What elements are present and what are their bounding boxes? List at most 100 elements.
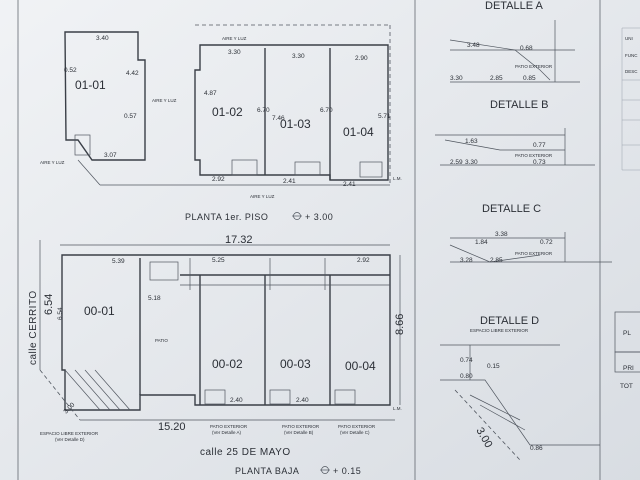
dim-label: 3.07: [104, 152, 117, 159]
dim-label: 6.70: [257, 107, 270, 114]
street-bottom-label: calle 25 DE MAYO: [200, 447, 291, 458]
plan-ground-floor: 17.32 00-01 00-02 00-03 00-04 PATIO 5.39…: [28, 234, 406, 476]
dim-label-right: 8.66: [394, 314, 406, 335]
plan-level: + 0.15: [333, 466, 361, 476]
dim-label-total: 17.32: [225, 234, 253, 246]
detail-dim: 1.63: [465, 138, 478, 145]
patio-ext-label: PATIO EXTERIOR: [210, 424, 248, 429]
unit-label: 00-04: [345, 359, 376, 373]
patio-ext-label: PATIO EXTERIOR: [338, 424, 376, 429]
detail-line: [440, 379, 600, 446]
chamfer-line: [454, 389, 521, 461]
plan-upper-floor: 01-01 01-02 01-03 01-04 AIRE Y LUZ AIRE …: [40, 24, 402, 222]
unit-label: 00-02: [212, 357, 243, 371]
dim-label: 5.18: [148, 295, 161, 302]
detail-sub: PATIO EXTERIOR: [515, 153, 553, 158]
detail-dim: 2.85: [490, 75, 503, 82]
dim-label: 2.92: [357, 257, 370, 264]
corner-hatch: [84, 369, 121, 411]
espacio-ref: (Ver Detalle D): [55, 437, 85, 442]
detail-dim: 3.38: [495, 231, 508, 238]
bath-box: [359, 161, 383, 178]
bath-box: [231, 159, 258, 176]
detail-dim: 0.77: [533, 142, 546, 149]
detail-dim: 0.85: [523, 75, 536, 82]
air-label: AIRE Y LUZ: [40, 160, 65, 165]
detail-sub: PATIO EXTERIOR: [515, 251, 553, 256]
detail-sub: ESPACIO LIBRE EXTERIOR: [470, 328, 529, 333]
bath-box: [204, 389, 226, 405]
stair-box: [149, 261, 179, 281]
corner-hatch: [94, 369, 131, 411]
espacio-label: ESPACIO LIBRE EXTERIOR: [40, 431, 99, 436]
air-label: AIRE Y LUZ: [222, 36, 247, 41]
patio-label: PATIO: [155, 338, 168, 343]
table-header: DESC: [625, 69, 638, 74]
unit-label: 01-01: [75, 78, 106, 92]
bath-box: [334, 389, 356, 405]
air-label: AIRE Y LUZ: [152, 98, 177, 103]
chamfer-line: [39, 369, 81, 421]
detail-dim: 3.48: [467, 42, 480, 49]
detail-dim: 2.85: [490, 257, 503, 264]
dim-label: 7.46: [272, 115, 285, 122]
hatch: [479, 404, 526, 431]
table-cell-label: TOT: [620, 383, 633, 390]
detail-b: DETALLE B PATIO EXTERIOR 1.63 0.77 2.59 …: [435, 99, 595, 166]
info-table: UNI FUNC DESC PL PRI TOT: [614, 27, 640, 390]
patio-ext-ref: (Ver Detalle A): [212, 430, 242, 435]
detail-title: DETALLE B: [490, 99, 549, 111]
dim-label: 6.54: [57, 307, 64, 320]
unit-label: 01-03: [280, 117, 311, 131]
detail-dim: 0.15: [487, 363, 500, 370]
detail-dim: 0.74: [460, 357, 473, 364]
unit-01-01-outline: [64, 31, 146, 161]
table-header: FUNC: [625, 53, 638, 58]
dim-label: 5.71: [378, 113, 391, 120]
patio-ext-ref: (Ver Detalle B): [284, 430, 314, 435]
dim-label: 2.40: [230, 397, 243, 404]
diag-line: [77, 159, 101, 186]
detail-c: DETALLE C PATIO EXTERIOR 3.38 1.84 0.72 …: [449, 203, 612, 264]
dim-label: 3.30: [292, 53, 305, 60]
detail-line: [449, 39, 551, 81]
detail-dim: 0.73: [533, 159, 546, 166]
lm-label: L.M.: [393, 406, 402, 411]
detail-sub: PATIO EXTERIOR: [515, 64, 553, 69]
street-left-label: calle CERRITO: [28, 290, 39, 365]
table-cell: [614, 351, 640, 373]
detail-dim: 0.68: [520, 45, 533, 52]
bath-box: [269, 389, 291, 405]
corner-hatch: [74, 369, 111, 411]
dim-label: 2.90: [355, 55, 368, 62]
detail-title: DETALLE C: [482, 203, 541, 215]
dim-label: 6.70: [320, 107, 333, 114]
detail-dim: 0.72: [540, 239, 553, 246]
hatch: [469, 394, 521, 421]
unit-label: 01-02: [212, 105, 243, 119]
table-cell-label: PL: [623, 330, 631, 337]
plan-title: PLANTA 1er. PISO: [185, 212, 268, 222]
detail-title: DETALLE D: [480, 315, 539, 327]
bath-box: [294, 161, 321, 176]
patio-ext-label: PATIO EXTERIOR: [282, 424, 320, 429]
dim-label: 2.41: [283, 178, 296, 185]
dim-label: 5.39: [112, 258, 125, 265]
units-01-02-04-outline: [194, 44, 389, 181]
dim-label: 5.25: [212, 257, 225, 264]
air-label: AIRE Y LUZ: [250, 194, 275, 199]
plan-level: + 3.00: [305, 212, 333, 222]
detail-dim: 3.30: [450, 75, 463, 82]
dim-label: 4.42: [126, 70, 139, 77]
lm-label: L.M.: [393, 176, 402, 181]
detail-line: [444, 139, 565, 151]
unit-label: 00-01: [84, 304, 115, 318]
detail-a: DETALLE A PATIO EXTERIOR 3.48 0.68 3.30 …: [449, 0, 580, 83]
unit-label: 00-03: [280, 357, 311, 371]
street-left-dim: 6.54: [43, 294, 55, 315]
dim-label: 3.40: [96, 35, 109, 42]
dim-label: 4.87: [204, 90, 217, 97]
table-cell-label: PRI: [623, 365, 634, 372]
